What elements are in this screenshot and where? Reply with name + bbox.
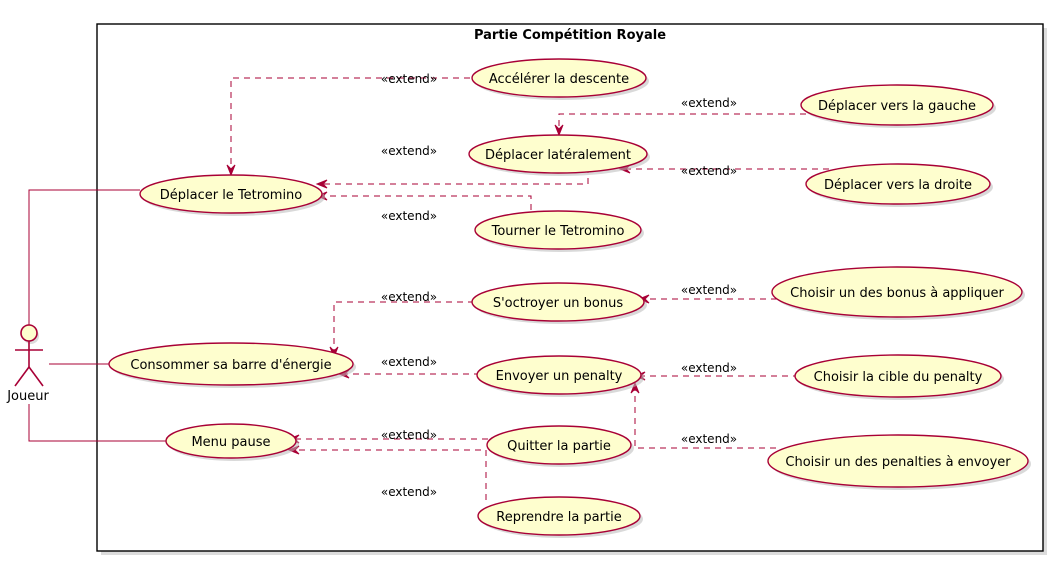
assoc-menu-pause: [28, 404, 168, 442]
usecase-choisir-bonus[interactable]: Choisir un des bonus à appliquer: [771, 266, 1025, 320]
usecase-label: Consommer sa barre d'énergie: [130, 358, 331, 373]
actor-left-leg: [14, 366, 30, 387]
extend-label: «extend»: [381, 485, 437, 499]
usecase-label: Choisir la cible du penalty: [814, 370, 983, 385]
system-title: Partie Compétition Royale: [474, 28, 666, 43]
usecase-choisir-penalties[interactable]: Choisir un des penalties à envoyer: [767, 434, 1031, 490]
usecase-label: Accélérer la descente: [489, 72, 629, 87]
extend-deplacer-gauche: «extend»: [554, 96, 806, 137]
extend-label: «extend»: [381, 144, 437, 158]
extend-label: «extend»: [381, 209, 437, 223]
usecase-deplacer-lateralement[interactable]: Déplacer latéralement: [468, 134, 650, 176]
usecase-deplacer-tetromino[interactable]: Déplacer le Tetromino: [139, 174, 325, 216]
usecase-envoyer-penalty[interactable]: Envoyer un penalty: [476, 355, 644, 397]
usecase-label: S'octroyer un bonus: [493, 296, 624, 311]
extend-choisir-cible: «extend»: [633, 361, 799, 381]
usecase-label: Choisir un des bonus à appliquer: [790, 286, 1004, 301]
assoc-deplacer-tetromino: [28, 189, 140, 325]
usecase-label: Choisir un des penalties à envoyer: [785, 455, 1011, 470]
usecase-label: Déplacer latéralement: [485, 148, 631, 163]
usecase-label: Déplacer vers la gauche: [818, 99, 976, 114]
extend-choisir-bonus: «extend»: [637, 283, 777, 304]
extend-label: «extend»: [381, 428, 437, 442]
usecase-label: Envoyer un penalty: [496, 369, 623, 384]
usecase-label: Tourner le Tetromino: [491, 224, 625, 239]
extend-label: «extend»: [681, 361, 737, 375]
usecase-quitter[interactable]: Quitter la partie: [486, 425, 634, 467]
actor-joueur[interactable]: Joueur: [6, 324, 49, 404]
extend-accelerer: «extend»: [226, 72, 470, 177]
extend-label: «extend»: [681, 283, 737, 297]
extend-label: «extend»: [681, 96, 737, 110]
usecase-tourner[interactable]: Tourner le Tetromino: [474, 210, 644, 252]
usecase-consommer-energie[interactable]: Consommer sa barre d'énergie: [108, 342, 356, 388]
actor-right-leg: [28, 366, 44, 387]
usecase-label: Quitter la partie: [507, 439, 611, 454]
extend-label: «extend»: [681, 164, 737, 178]
usecase-octroyer-bonus[interactable]: S'octroyer un bonus: [471, 282, 647, 324]
usecase-reprendre[interactable]: Reprendre la partie: [477, 496, 643, 538]
extend-label: «extend»: [381, 72, 437, 86]
usecase-label: Déplacer le Tetromino: [160, 188, 303, 203]
usecase-label: Menu pause: [191, 435, 270, 450]
usecase-menu-pause[interactable]: Menu pause: [165, 423, 299, 461]
usecase-label: Déplacer vers la droite: [824, 178, 972, 193]
usecase-deplacer-gauche[interactable]: Déplacer vers la gauche: [800, 84, 996, 128]
actor-label: Joueur: [6, 389, 49, 404]
usecase-accelerer[interactable]: Accélérer la descente: [471, 58, 649, 100]
extend-label: «extend»: [381, 355, 437, 369]
usecase-choisir-cible[interactable]: Choisir la cible du penalty: [794, 354, 1004, 400]
extend-envoyer-penalty: «extend»: [337, 355, 480, 379]
usecase-label: Reprendre la partie: [496, 510, 621, 525]
extend-label: «extend»: [381, 290, 437, 304]
usecase-deplacer-droite[interactable]: Déplacer vers la droite: [805, 163, 993, 207]
actor-head: [20, 324, 38, 342]
extend-label: «extend»: [681, 432, 737, 446]
